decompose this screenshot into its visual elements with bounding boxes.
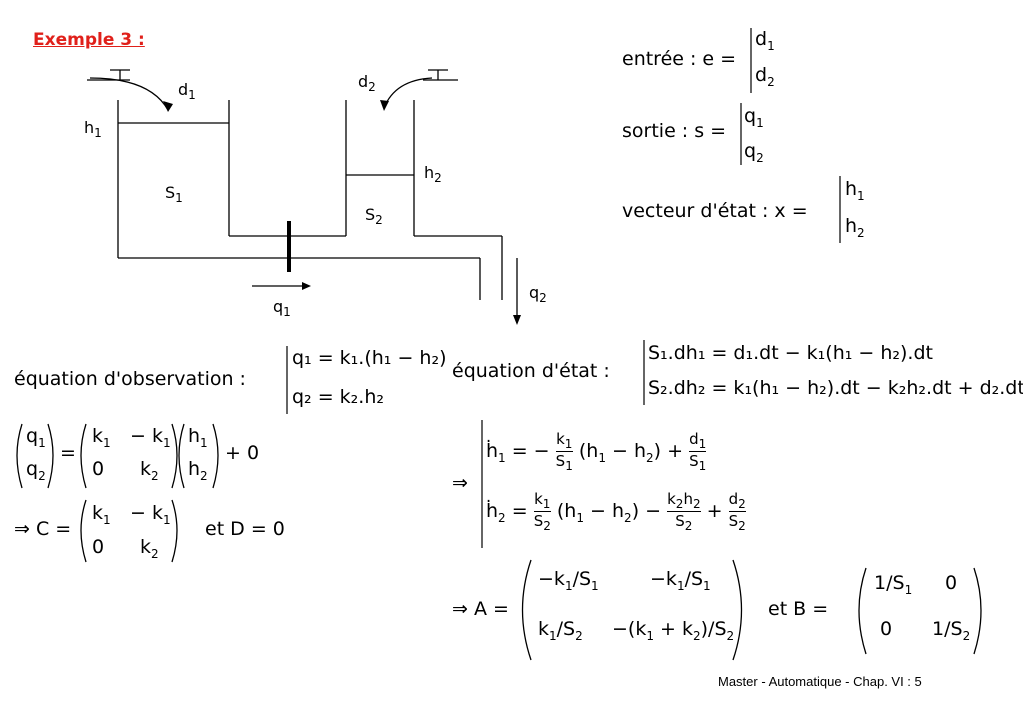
A-11: −k1/S1 <box>538 568 599 593</box>
label-q1: q1 <box>273 297 291 320</box>
label-q2: q2 <box>529 283 547 306</box>
B-22: 1/S2 <box>932 618 971 643</box>
state-eq-label: équation d'état : <box>452 360 610 382</box>
output-label: sortie : s = <box>622 120 727 142</box>
slide-title: Exemple 3 : <box>33 30 145 50</box>
label-h1: h1 <box>84 118 102 141</box>
input-vector-d1: d1 <box>755 28 775 53</box>
B-11: 1/S1 <box>874 572 913 597</box>
input-label: entrée : e = <box>622 48 737 70</box>
h1-dot-eq: ḣ1 = − k1 S1 (h1 − h2) + d1 S1 <box>486 430 707 473</box>
implies-arrow: ⇒ <box>452 472 468 494</box>
C-k2: k2 <box>140 536 159 561</box>
B-21: 0 <box>880 618 893 640</box>
state-eq-2: S₂.dh₂ = k₁(h₁ − h₂).dt − k₂h₂.dt + d₂.d… <box>648 377 1023 399</box>
label-d1: d1 <box>178 80 196 103</box>
C-neg-k1: − k1 <box>130 502 171 527</box>
h2-dot-eq: ḣ2 = k1 S2 (h1 − h2) − k2h2 S2 + d2 S2 <box>486 490 746 533</box>
C-suffix: et D = 0 <box>205 518 285 540</box>
c-matrix-k1: k1 <box>92 425 111 450</box>
label-d2: d2 <box>358 72 376 95</box>
output-vector-q1: q1 <box>744 105 764 130</box>
A-22: −(k1 + k2)/S2 <box>612 618 735 643</box>
C-k1: k1 <box>92 502 111 527</box>
h-matrix-h2: h2 <box>188 458 208 483</box>
output-vector-q2: q2 <box>744 140 764 165</box>
observation-eq-2: q₂ = k₂.h₂ <box>292 386 384 408</box>
label-S1: S1 <box>165 183 183 206</box>
C-zero: 0 <box>92 536 105 558</box>
state-vector-label: vecteur d'état : x = <box>622 200 808 222</box>
h-matrix-h1: h1 <box>188 425 208 450</box>
A-21: k1/S2 <box>538 618 583 643</box>
A-12: −k1/S1 <box>650 568 711 593</box>
state-eq-1: S₁.dh₁ = d₁.dt − k₁(h₁ − h₂).dt <box>648 342 933 364</box>
equals-sign: = <box>60 442 76 464</box>
plus-zero: + 0 <box>225 442 260 464</box>
label-S2: S2 <box>365 205 383 228</box>
obs-matrix-q2: q2 <box>26 458 46 483</box>
label-h2: h2 <box>424 163 442 186</box>
input-vector-d2: d2 <box>755 64 775 89</box>
c-matrix-neg-k1: − k1 <box>130 425 171 450</box>
B-12: 0 <box>945 572 958 594</box>
A-prefix: ⇒ A = <box>452 598 509 620</box>
c-matrix-zero: 0 <box>92 458 105 480</box>
footer: Master - Automatique - Chap. VI : 5 <box>718 674 922 689</box>
c-matrix-k2: k2 <box>140 458 159 483</box>
obs-matrix-q1: q1 <box>26 425 46 450</box>
observation-label: équation d'observation : <box>14 368 246 390</box>
C-prefix: ⇒ C = <box>14 518 72 540</box>
B-prefix: et B = <box>768 598 829 620</box>
state-vector-h2: h2 <box>845 215 865 240</box>
observation-eq-1: q₁ = k₁.(h₁ − h₂) <box>292 347 447 369</box>
state-vector-h1: h1 <box>845 178 865 203</box>
